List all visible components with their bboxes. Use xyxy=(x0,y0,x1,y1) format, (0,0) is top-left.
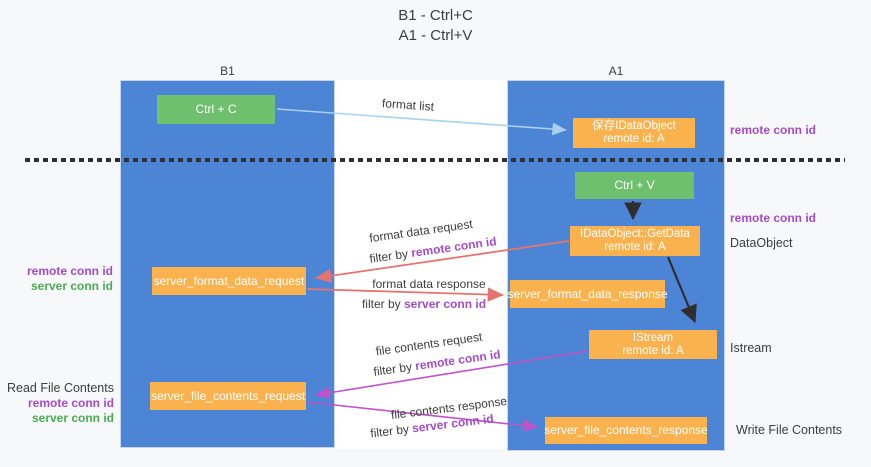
dataobject-label: DataObject xyxy=(730,236,793,250)
left-server-conn-id: server conn id xyxy=(30,279,113,293)
ctrl-v-label: Ctrl + V xyxy=(614,178,655,192)
server-file-contents-request-node: server_file_contents_request xyxy=(150,382,306,410)
istream-line2: remote id: A xyxy=(622,344,684,357)
diagram-title-line1: B1 - Ctrl+C xyxy=(398,7,473,24)
istream-node: IStream remote id: A xyxy=(589,330,717,359)
right-lane-name: A1 xyxy=(608,64,624,78)
dashed-separator xyxy=(25,158,845,162)
left-remote-conn-id: remote conn id xyxy=(26,264,113,278)
middle-gap-strip xyxy=(335,80,507,449)
save-idataobject-line1: 保存IDataObject xyxy=(592,120,676,132)
server-file-contents-response-label: server_file_contents_response xyxy=(544,423,708,437)
left2-server-conn-id: server conn id xyxy=(31,411,114,425)
server-file-contents-response-node: server_file_contents_response xyxy=(544,417,708,444)
server-file-contents-request-label: server_file_contents_request xyxy=(150,388,306,403)
getdata-line2: remote id: A xyxy=(604,241,666,253)
ctrl-c-label: Ctrl + C xyxy=(195,102,237,116)
ctrl-c-node: Ctrl + C xyxy=(157,95,275,124)
right-remote-conn-id-mid: remote conn id xyxy=(730,211,817,225)
filter-by-text: filter by xyxy=(361,297,401,311)
read-file-contents-group: Read File Contents remote conn id server… xyxy=(0,381,114,426)
diagram-title-line2: A1 - Ctrl+V xyxy=(398,27,473,44)
filter-by-server-conn-id-label-1: filter by server conn id xyxy=(362,297,486,311)
left-conn-id-group-1: remote conn id server conn id xyxy=(0,264,113,294)
left2-remote-conn-id: remote conn id xyxy=(27,396,114,410)
server-format-data-response-node: server_format_data_response xyxy=(507,280,668,308)
ctrl-v-node: Ctrl + V xyxy=(575,172,694,199)
server-format-data-request-label: server_format_data_request xyxy=(153,273,305,288)
write-file-contents-label: Write File Contents xyxy=(736,423,843,437)
server-format-data-request-node: server_format_data_request xyxy=(152,267,306,295)
getdata-line1: IDataObject::GetData xyxy=(580,228,690,240)
istream-line1: IStream xyxy=(632,331,674,344)
server-conn-id-text: server conn id xyxy=(404,297,487,311)
server-format-data-response-label: server_format_data_response xyxy=(507,286,668,301)
istream-side-label: Istream xyxy=(730,341,772,355)
getdata-node: IDataObject::GetData remote id: A xyxy=(570,226,700,256)
right-remote-conn-id-top: remote conn id xyxy=(730,123,817,137)
left-lane-name: B1 xyxy=(220,64,235,78)
save-idataobject-line2: remote id: A xyxy=(603,133,665,145)
read-file-contents-label: Read File Contents xyxy=(6,381,114,395)
format-data-response-edge-label: format data response xyxy=(372,277,486,291)
save-idataobject-node: 保存IDataObject remote id: A xyxy=(573,118,695,148)
